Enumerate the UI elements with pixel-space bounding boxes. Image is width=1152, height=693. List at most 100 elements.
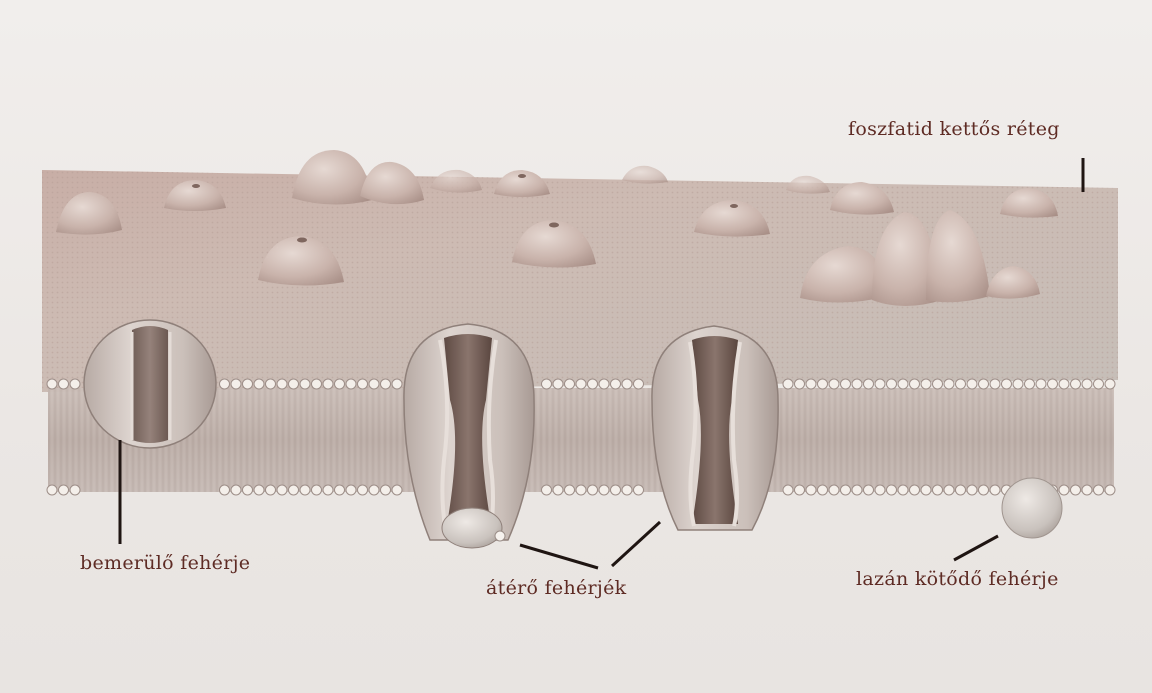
peripheral-sphere-shape	[1002, 478, 1062, 538]
lipid-head	[243, 485, 253, 495]
label-embedded-protein: bemerülő fehérje	[80, 552, 250, 574]
lipid-head	[220, 379, 230, 389]
lipid-head	[1105, 485, 1115, 495]
lipid-head	[921, 485, 931, 495]
lipid-head	[990, 379, 1000, 389]
embedded-protein-shape	[84, 320, 216, 448]
lipid-head	[599, 485, 609, 495]
lipid-head	[588, 485, 598, 495]
lipid-head	[220, 485, 230, 495]
lipid-head	[358, 485, 368, 495]
lipid-head	[358, 379, 368, 389]
lipid-head	[576, 485, 586, 495]
lipid-head	[1071, 379, 1081, 389]
lipid-head	[392, 485, 402, 495]
lipid-head	[312, 485, 322, 495]
lipid-head	[1105, 379, 1115, 389]
channel-protein-shape-2	[652, 326, 778, 530]
lipid-head	[1025, 379, 1035, 389]
lipid-head	[990, 485, 1000, 495]
lipid-head	[346, 379, 356, 389]
lipid-head	[898, 379, 908, 389]
lipid-head	[887, 485, 897, 495]
lipid-head	[1059, 485, 1069, 495]
lipid-head	[565, 485, 575, 495]
lipid-head	[875, 485, 885, 495]
lipid-head	[875, 379, 885, 389]
lipid-head	[254, 379, 264, 389]
lipid-head	[967, 485, 977, 495]
lipid-head	[289, 379, 299, 389]
lipid-head	[852, 379, 862, 389]
lipid-head	[967, 379, 977, 389]
lipid-head	[864, 485, 874, 495]
lipid-head	[1048, 379, 1058, 389]
lipid-head	[1013, 379, 1023, 389]
lipid-head	[300, 485, 310, 495]
lipid-head	[864, 379, 874, 389]
lipid-head	[910, 379, 920, 389]
lipid-head	[921, 379, 931, 389]
lipid-head	[841, 379, 851, 389]
lipid-head	[369, 485, 379, 495]
lipid-head	[335, 379, 345, 389]
lipid-head	[898, 485, 908, 495]
lipid-head	[59, 485, 69, 495]
lipid-head	[588, 379, 598, 389]
lipid-head	[806, 379, 816, 389]
lipid-head	[231, 485, 241, 495]
lipid-head	[266, 485, 276, 495]
lipid-head	[622, 379, 632, 389]
channel-protein-shape-1	[404, 324, 534, 548]
lipid-head	[1082, 485, 1092, 495]
lipid-head	[1059, 379, 1069, 389]
lipid-head	[795, 485, 805, 495]
lipid-head	[576, 379, 586, 389]
lipid-head	[553, 485, 563, 495]
leader-transmembrane-1	[520, 545, 598, 568]
lipid-head	[611, 485, 621, 495]
lipid-head	[231, 379, 241, 389]
lipid-head	[312, 379, 322, 389]
lipid-head	[956, 379, 966, 389]
lipid-head	[933, 485, 943, 495]
lipid-head	[277, 485, 287, 495]
lipid-head	[59, 379, 69, 389]
lipid-head	[783, 485, 793, 495]
lipid-head	[323, 485, 333, 495]
lipid-head	[1094, 485, 1104, 495]
lipid-head	[346, 485, 356, 495]
lipid-head	[944, 485, 954, 495]
leader-transmembrane-2	[612, 522, 660, 566]
lipid-head	[841, 485, 851, 495]
lipid-head	[254, 485, 264, 495]
lipid-head	[806, 485, 816, 495]
lipid-head	[956, 485, 966, 495]
lipid-head	[266, 379, 276, 389]
lipid-head	[979, 379, 989, 389]
lipid-head	[565, 379, 575, 389]
lipid-head	[553, 379, 563, 389]
lipid-head	[381, 485, 391, 495]
lipid-head	[1036, 379, 1046, 389]
lipid-head	[47, 485, 57, 495]
lipid-head	[47, 379, 57, 389]
lipid-head	[634, 379, 644, 389]
lipid-head	[818, 485, 828, 495]
lipid-head	[381, 379, 391, 389]
lipid-head	[887, 379, 897, 389]
lipid-head	[795, 379, 805, 389]
lipid-head	[829, 485, 839, 495]
lipid-head	[611, 379, 621, 389]
lipid-head	[243, 379, 253, 389]
lipid-head	[979, 485, 989, 495]
lipid-head	[70, 379, 80, 389]
lipid-head	[70, 485, 80, 495]
lipid-head	[542, 485, 552, 495]
label-transmembrane-proteins: átérő fehérjék	[486, 577, 626, 599]
lipid-head	[783, 379, 793, 389]
lipid-head	[622, 485, 632, 495]
leader-peripheral	[954, 536, 998, 560]
lipid-head	[289, 485, 299, 495]
